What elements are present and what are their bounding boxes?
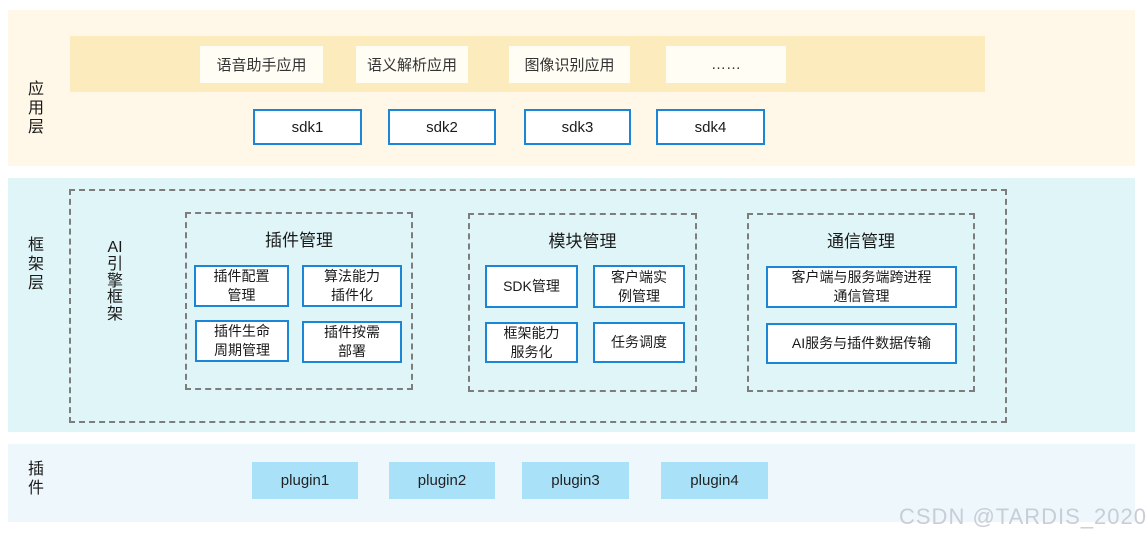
item-ai-service-plugin-data-transfer: AI服务与插件数据传输 <box>766 323 957 364</box>
group-plugin-management: 插件管理 <box>185 212 413 390</box>
group-plugin-management-title: 插件管理 <box>265 231 333 250</box>
item-task-scheduling: 任务调度 <box>593 322 685 363</box>
application-layer-label: 应用层 <box>27 81 44 136</box>
plugin2-box: plugin2 <box>389 462 495 499</box>
app-box-semantic-parsing: 语义解析应用 <box>356 46 468 83</box>
app-box-image-recognition: 图像识别应用 <box>509 46 630 83</box>
group-module-management-title: 模块管理 <box>548 232 617 251</box>
app-box-voice-assistant: 语音助手应用 <box>200 46 323 83</box>
plugin-layer-label: 插件 <box>27 461 44 497</box>
group-communication-management-title: 通信管理 <box>827 232 895 251</box>
plugin3-box: plugin3 <box>522 462 629 499</box>
item-plugin-on-demand-deploy: 插件按需 部署 <box>302 321 402 363</box>
sdk4-box: sdk4 <box>656 109 765 145</box>
csdn-watermark: CSDN @TARDIS_2020 <box>899 504 1147 529</box>
plugin1-box: plugin1 <box>252 462 358 499</box>
app-box-ellipsis: …… <box>666 46 786 83</box>
item-client-instance-management: 客户端实 例管理 <box>593 265 685 308</box>
sdk1-box: sdk1 <box>253 109 362 145</box>
group-module-management: 模块管理 <box>468 213 697 392</box>
item-plugin-lifecycle-management: 插件生命 周期管理 <box>195 320 289 362</box>
group-communication-management: 通信管理 <box>747 213 975 392</box>
ai-engine-framework-outline <box>69 189 1007 423</box>
item-algorithm-pluginization: 算法能力 插件化 <box>302 265 402 307</box>
item-sdk-management: SDK管理 <box>485 265 578 308</box>
ai-engine-framework-label: AI引擎框架 <box>106 239 123 324</box>
plugin4-box: plugin4 <box>661 462 768 499</box>
framework-layer-label: 框架层 <box>27 237 44 292</box>
item-client-server-cross-process-communication: 客户端与服务端跨进程 通信管理 <box>766 266 957 308</box>
sdk3-box: sdk3 <box>524 109 631 145</box>
item-framework-capability-servicization: 框架能力 服务化 <box>485 322 578 363</box>
item-plugin-config-management: 插件配置 管理 <box>194 265 289 307</box>
sdk2-box: sdk2 <box>388 109 496 145</box>
